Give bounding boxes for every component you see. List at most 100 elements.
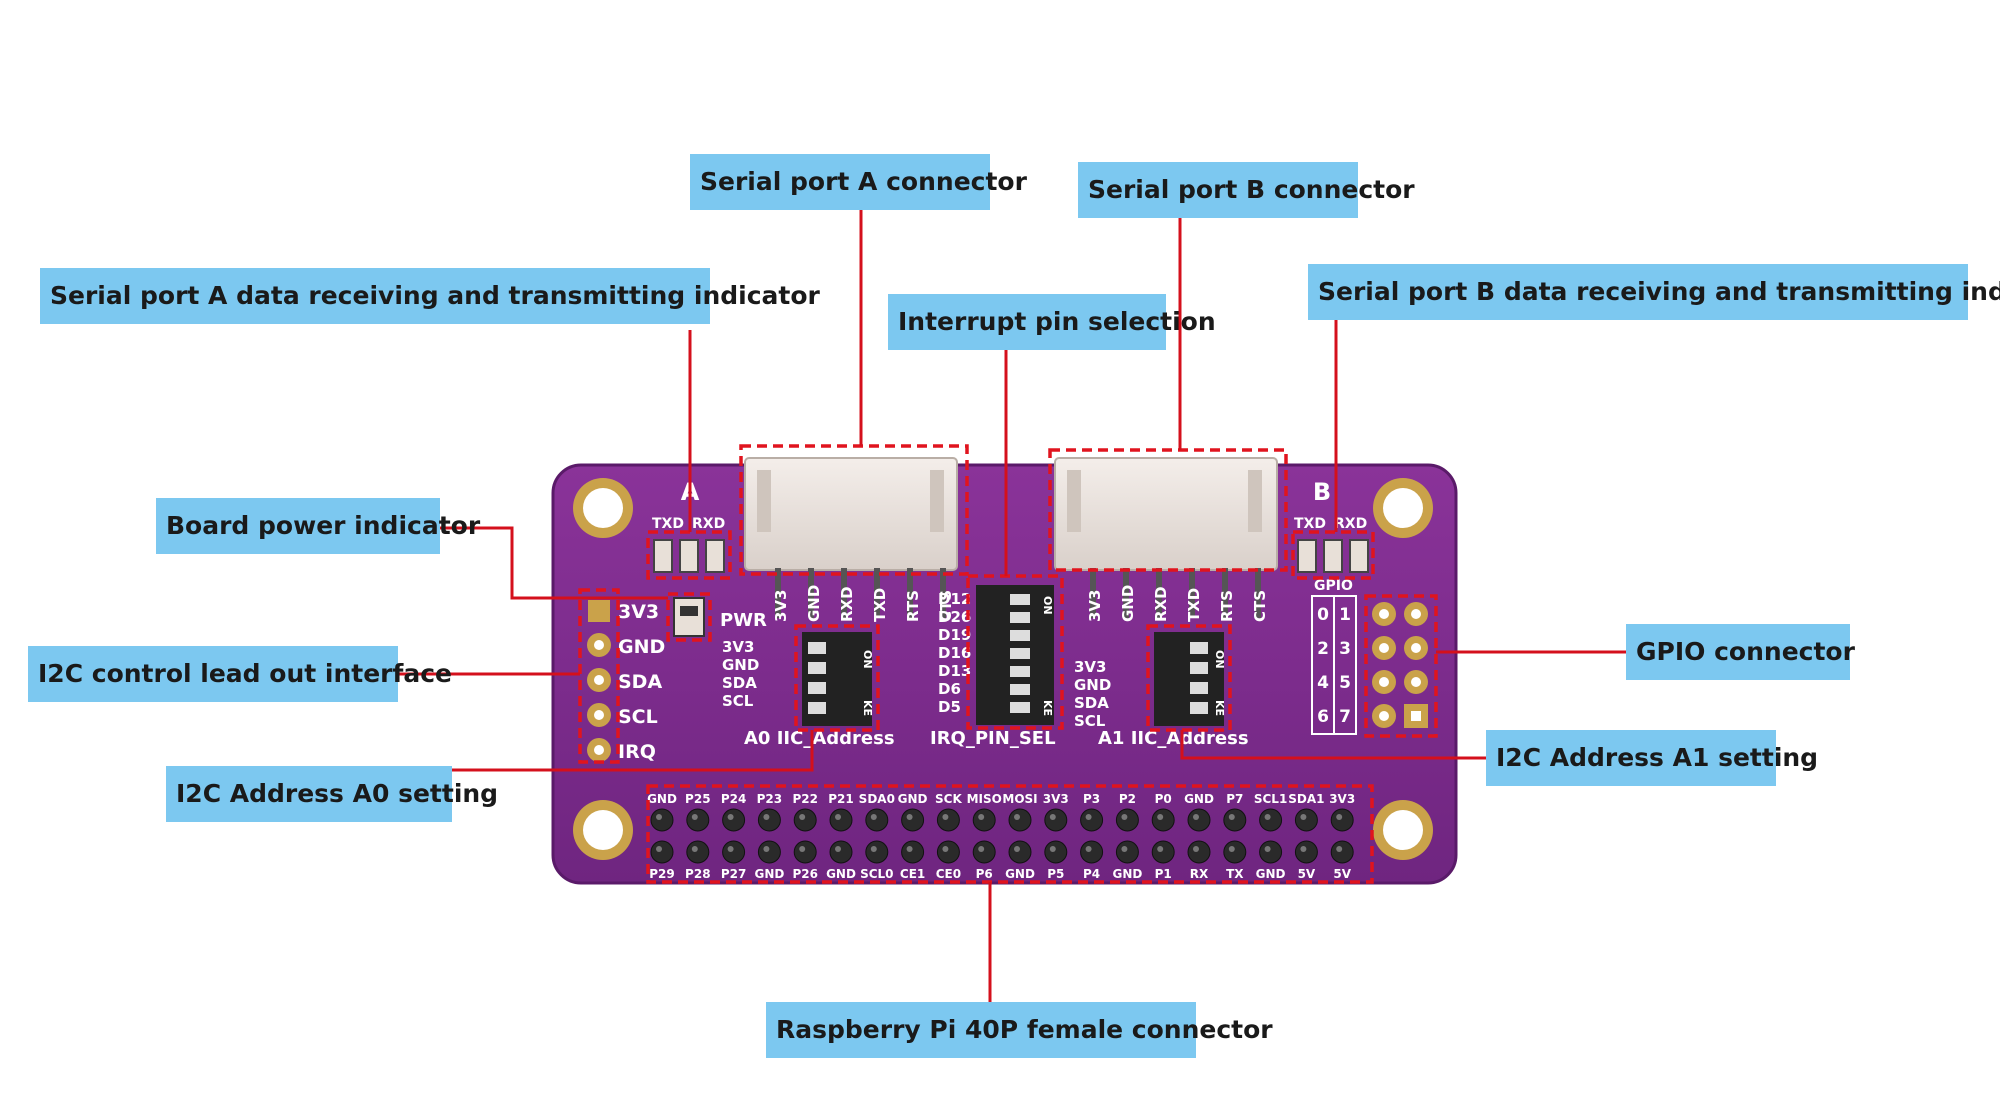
header-pin [936, 808, 960, 832]
silk-serial-b-pin-label: CTS [1251, 590, 1269, 622]
silk-header-bottom-label: GND [1112, 867, 1142, 881]
dip-switch-a1 [1154, 632, 1224, 726]
silk-serial-a-pin-label: GND [805, 585, 823, 622]
mounting-holes [573, 478, 1433, 860]
header-pin [829, 808, 853, 832]
header-pin-highlight [870, 814, 877, 820]
silk-serial-a-pin-label: 3V3 [772, 590, 790, 622]
header-pin [972, 840, 996, 864]
silk-header-top-label: P3 [1083, 792, 1100, 806]
silk-i2c-pin-label: IRQ [618, 741, 656, 763]
silk-a1-pin-label: SCL [1074, 712, 1106, 730]
silk-txd-a: TXD [652, 516, 684, 532]
silk-serial-a-pin-label: RTS [904, 590, 922, 622]
silk-header-bottom-label: 5V [1298, 867, 1316, 881]
silk-gpio-number: 0 [1317, 605, 1329, 625]
silk-header-bottom-label: CE0 [936, 867, 961, 881]
silk-i2c-pin-label: GND [618, 636, 665, 658]
callout-serial-a-connector: Serial port A connector [690, 154, 1027, 210]
dip-switch-a0 [802, 632, 872, 726]
silk-dip-ke-a1: KE [1213, 700, 1226, 716]
header-pin-highlight [1300, 846, 1307, 852]
silk-header-bottom-label: GND [1256, 867, 1286, 881]
header-pin [1151, 840, 1175, 864]
silk-i2c-pin-label: 3V3 [618, 601, 659, 623]
silk-a1-pin-label: 3V3 [1074, 658, 1106, 676]
callout-serial-b-connector: Serial port B connector [1078, 162, 1415, 218]
leader-a0 [452, 730, 814, 772]
silk-a1-pin-label: GND [1074, 676, 1111, 694]
highlight-40p [646, 784, 1374, 884]
header-pin [1008, 808, 1032, 832]
silk-header-top-label: SDA1 [1288, 792, 1324, 806]
silk-irq-pin-label: D12 [938, 590, 971, 608]
silk-irq-pin-label: D19 [938, 626, 971, 644]
header-pin-highlight [906, 814, 913, 820]
silk-a0-pin-label: SDA [722, 674, 757, 692]
header-pin [1223, 808, 1247, 832]
silk-rxd-a: RXD [692, 516, 725, 532]
header-pin-highlight [656, 846, 662, 852]
header-pin-highlight [835, 846, 841, 852]
header-pin [1330, 840, 1354, 864]
header-pin-highlight [727, 814, 734, 820]
header-pin [972, 808, 996, 832]
header-pin-highlight [656, 814, 662, 820]
silk-header-top-label: 3V3 [1043, 792, 1069, 806]
silk-header-top-label: GND [1184, 792, 1214, 806]
header-pin [1080, 840, 1104, 864]
silk-header-top-label: SDA0 [859, 792, 895, 806]
silk-header-bottom-label: P29 [649, 867, 675, 881]
header-pin [793, 808, 817, 832]
callout-i2c-lead-out: I2C control lead out interface [28, 646, 452, 702]
silk-pwr: PWR [720, 610, 767, 631]
silk-port-b: B [1313, 478, 1331, 506]
silk-header-bottom-label: GND [826, 867, 856, 881]
silk-serial-b-pin-label: RXD [1152, 586, 1170, 622]
silk-header-top-label: MISO [967, 792, 1002, 806]
header-pin-highlight [1264, 846, 1271, 852]
highlight-leds-b [1291, 530, 1375, 580]
silk-header-top-label: 3V3 [1329, 792, 1355, 806]
header-pin-highlight [870, 846, 877, 852]
header-pin-highlight [1228, 846, 1235, 852]
header-pin [722, 808, 746, 832]
header-pin [1259, 840, 1283, 864]
silk-irq-pin-label: D13 [938, 662, 971, 680]
silk-header-top-label: P22 [792, 792, 818, 806]
header-pin-highlight [1264, 814, 1271, 820]
silk-header-top-label: P25 [685, 792, 711, 806]
highlight-power-led [666, 592, 712, 642]
header-pin [722, 840, 746, 864]
header-pin [793, 840, 817, 864]
header-pin-highlight [1193, 814, 1199, 820]
header-pin [1294, 840, 1318, 864]
header-pin [901, 808, 925, 832]
silk-header-top-label: P7 [1226, 792, 1243, 806]
highlight-serial-a [739, 444, 969, 576]
header-pin-highlight [1336, 846, 1343, 852]
header-pin-highlight [1193, 846, 1199, 852]
silk-serial-b-pin-label: 3V3 [1086, 590, 1104, 622]
highlight-dip-irq [966, 574, 1064, 730]
silk-irq-pin-label: D5 [938, 698, 961, 716]
silk-i2c-pin-label: SCL [618, 706, 658, 728]
highlight-i2c-header [578, 588, 620, 764]
silk-header-top-label: SCL1 [1254, 792, 1287, 806]
callout-board-power-indicator: Board power indicator [156, 498, 480, 554]
header-pin [865, 808, 889, 832]
silk-dip-on-a0: ON [861, 650, 874, 669]
silk-dip-ke-a0: KE [861, 700, 874, 716]
header-pin-highlight [978, 846, 985, 852]
silk-dip-ke-irq: KE [1041, 700, 1054, 716]
header-pin-highlight [799, 846, 806, 852]
silk-header-top-label: P0 [1155, 792, 1172, 806]
silk-header-bottom-label: P1 [1155, 867, 1172, 881]
silk-irq-pin-label: D6 [938, 680, 961, 698]
silk-header-top-label: MOSI [1002, 792, 1037, 806]
header-pin-highlight [1085, 814, 1092, 820]
silk-serial-b-pin-label: GND [1119, 585, 1137, 622]
header-pin-highlight [1157, 846, 1164, 852]
header-pin-highlight [763, 846, 770, 852]
silk-header-bottom-label: TX [1226, 867, 1244, 881]
